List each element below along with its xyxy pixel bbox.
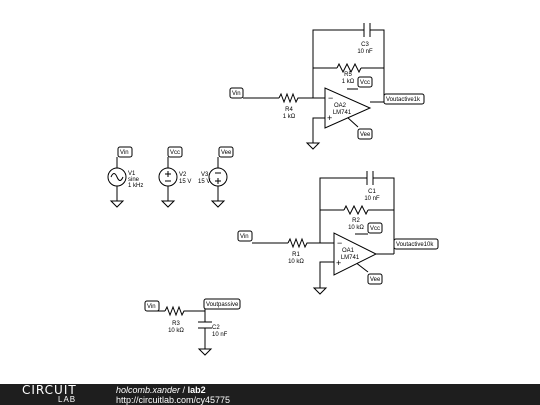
r5-value: 1 kΩ <box>342 79 355 85</box>
c1-value: 10 nF <box>364 196 380 202</box>
logo-circuit-text: CIRCUIT <box>22 383 77 397</box>
oa2-name: OA2 <box>334 103 347 109</box>
net-label-vee: Vee <box>360 132 371 138</box>
c3-name: C3 <box>361 42 369 48</box>
voltage-source-v1 <box>107 157 127 208</box>
schematic: − + − + Vin Vcc Vee Voutactive1k Vin Vcc… <box>107 23 439 356</box>
net-label-box <box>367 222 383 234</box>
r3-name: R3 <box>172 321 180 327</box>
wire <box>243 29 385 143</box>
ground-symbol <box>305 142 321 150</box>
resistor-r1 <box>287 237 308 249</box>
net-label-voutactive10k: Voutactive10k <box>396 242 434 248</box>
r4-value: 1 kΩ <box>283 114 296 120</box>
net-label-box <box>203 298 241 310</box>
v1-frequency: 1 kHz <box>128 183 143 189</box>
net-label-box <box>229 87 244 99</box>
project-url[interactable]: http://circuitlab.com/cy45775 <box>116 395 231 405</box>
r2-value: 10 kΩ <box>348 225 364 231</box>
net-label-box <box>357 128 373 140</box>
voltage-source-v2 <box>158 157 178 208</box>
c2-value: 10 nF <box>212 332 228 338</box>
capacitor-c3 <box>363 23 371 37</box>
v2-value: 15 V <box>179 179 191 185</box>
opamp-minus-sign: − <box>328 93 333 103</box>
net-label-vin: Vin <box>232 91 241 97</box>
c2-name: C2 <box>212 325 220 331</box>
net-label-vin: Vin <box>120 150 129 156</box>
opamp-oa2 <box>324 87 372 129</box>
net-label-box <box>117 146 133 158</box>
net-label-box <box>393 238 439 250</box>
net-label-vcc: Vcc <box>170 150 180 156</box>
ground-symbol <box>312 287 328 295</box>
net-label-box <box>367 273 383 285</box>
opamp-oa1 <box>333 232 378 276</box>
r5-name: R5 <box>344 72 352 78</box>
net-label-box <box>237 230 253 242</box>
circuitlab-logo[interactable]: CIRCUIT LAB <box>22 383 92 405</box>
v3-name: V3 <box>201 172 209 178</box>
logo-lab-text: LAB <box>58 395 77 404</box>
net-label-box <box>218 146 234 158</box>
r2-name: R2 <box>352 218 360 224</box>
path-separator: / <box>180 385 188 395</box>
net-label-vcc: Vcc <box>370 226 380 232</box>
net-label-box <box>357 76 373 88</box>
oa2-value: LM741 <box>333 110 352 116</box>
net-label-voutpassive: Voutpassive <box>206 302 239 308</box>
v1-name: V1 <box>128 171 136 177</box>
opamp-plus-sign: + <box>327 113 332 123</box>
footer-bar: CIRCUIT LAB holcomb.xander / lab2 http:/… <box>0 384 540 405</box>
resistor-r3 <box>164 305 186 317</box>
opamp-minus-sign: − <box>337 238 342 248</box>
net-label-vee: Vee <box>370 277 381 283</box>
resistor-r5 <box>336 62 362 74</box>
resistor-r2 <box>343 204 369 216</box>
v3-value: 15 V <box>198 179 210 185</box>
v1-value: sine <box>128 177 140 183</box>
r1-name: R1 <box>292 252 300 258</box>
net-label-vin: Vin <box>147 304 156 310</box>
capacitor-c2 <box>198 321 212 329</box>
r3-value: 10 kΩ <box>168 328 184 334</box>
v2-name: V2 <box>179 172 187 178</box>
project-name[interactable]: lab2 <box>187 385 206 395</box>
net-label-box <box>167 146 183 158</box>
net-label-vin: Vin <box>240 234 249 240</box>
net-label-box <box>144 300 160 312</box>
footer-info: holcomb.xander / lab2 http://circuitlab.… <box>116 385 230 405</box>
net-label-voutactive1k: Voutactive1k <box>386 97 421 103</box>
c3-value: 10 nF <box>357 49 373 55</box>
oa1-name: OA1 <box>342 248 355 254</box>
c1-name: C1 <box>368 189 376 195</box>
resistor-r4 <box>278 92 300 104</box>
voltage-source-v3 <box>208 157 228 208</box>
net-label-box <box>383 93 425 105</box>
net-label-vcc: Vcc <box>360 80 370 86</box>
r4-name: R4 <box>285 107 293 113</box>
oa1-value: LM741 <box>341 255 360 261</box>
r1-value: 10 kΩ <box>288 259 304 265</box>
net-label-vee: Vee <box>221 150 232 156</box>
capacitor-c1 <box>366 171 374 185</box>
ground-symbol <box>197 348 213 356</box>
project-path: holcomb.xander / lab2 <box>116 385 230 395</box>
opamp-plus-sign: + <box>336 258 341 268</box>
author-name[interactable]: holcomb.xander <box>116 385 181 395</box>
